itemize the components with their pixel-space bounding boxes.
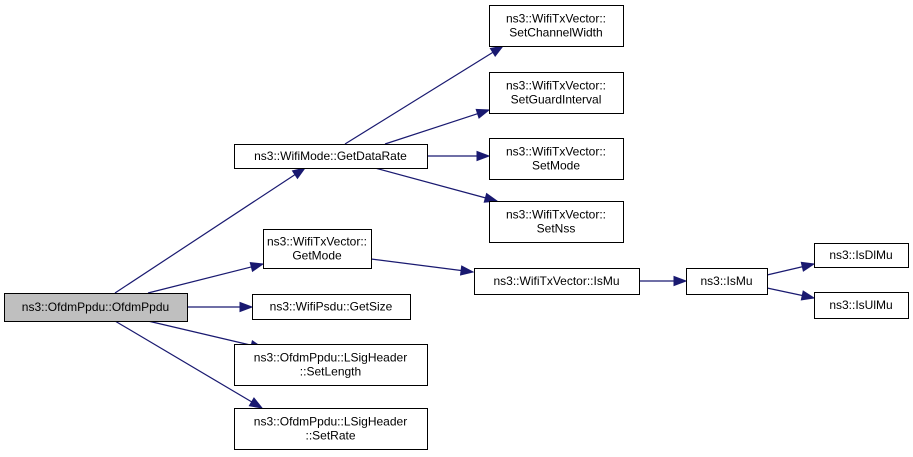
edges-layer	[114, 45, 816, 409]
edge-line	[766, 287, 803, 297]
arrowhead-icon	[489, 45, 505, 58]
node-box[interactable]	[686, 268, 768, 295]
nodes-layer: ns3::OfdmPpdu::OfdmPpdu ns3::WifiMode::Ge…	[4, 5, 909, 450]
arrowhead-icon	[475, 108, 491, 119]
node-box[interactable]	[814, 292, 909, 319]
node-label: ns3::WifiTxVector::	[506, 208, 606, 222]
node-ismu[interactable]: ns3::IsMu	[686, 268, 768, 295]
node-label: ns3::IsDlMu	[829, 248, 892, 262]
node-box[interactable]	[489, 72, 624, 114]
edge-line	[374, 167, 486, 199]
edge-ofdmppdu-to-getdatarate	[114, 167, 307, 294]
node-box[interactable]	[4, 293, 188, 322]
node-label: ns3::WifiTxVector::IsMu	[493, 274, 619, 288]
node-label: SetChannelWidth	[509, 26, 602, 40]
node-label: ns3::OfdmPpdu::LSigHeader	[254, 351, 407, 365]
node-getsize[interactable]: ns3::WifiPsdu::GetSize	[252, 294, 411, 320]
node-getdatarate[interactable]: ns3::WifiMode::GetDataRate	[234, 144, 428, 169]
node-label: ::SetRate	[305, 429, 355, 443]
node-isdlmu[interactable]: ns3::IsDlMu	[814, 243, 909, 268]
arrowhead-icon	[476, 150, 491, 162]
edge-ismu-to-isulmu	[766, 287, 816, 301]
node-ofdmppdu[interactable]: ns3::OfdmPpdu::OfdmPpdu	[4, 293, 188, 322]
node-setnss[interactable]: ns3::WifiTxVector::SetNss	[489, 201, 624, 243]
node-label: SetNss	[537, 222, 576, 236]
node-box[interactable]	[489, 5, 624, 47]
arrowhead-icon	[248, 397, 264, 409]
edge-line	[766, 266, 803, 276]
edge-getdatarate-to-setnss	[374, 167, 499, 203]
edge-txismu-to-ismu	[639, 275, 688, 287]
node-label: GetMode	[292, 249, 342, 263]
node-setguardinterval[interactable]: ns3::WifiTxVector::SetGuardInterval	[489, 72, 624, 114]
edge-line	[147, 266, 252, 294]
node-box[interactable]	[474, 268, 640, 295]
node-box[interactable]	[234, 408, 428, 450]
node-label: ns3::WifiTxVector::	[506, 79, 606, 93]
arrowhead-icon	[249, 261, 265, 273]
edge-ofdmppdu-to-getsize	[187, 301, 254, 313]
arrowhead-icon	[459, 265, 475, 276]
node-box[interactable]	[263, 229, 372, 269]
arrowhead-icon	[483, 192, 499, 203]
node-label: ns3::WifiTxVector::	[267, 235, 367, 249]
node-label: ns3::IsMu	[700, 274, 752, 288]
node-getmode[interactable]: ns3::WifiTxVector::GetMode	[263, 229, 372, 269]
node-txismu[interactable]: ns3::WifiTxVector::IsMu	[474, 268, 640, 295]
edge-line	[114, 174, 296, 294]
node-label: ns3::WifiMode::GetDataRate	[254, 149, 407, 163]
node-label: ns3::WifiPsdu::GetSize	[270, 300, 393, 314]
arrowhead-icon	[800, 261, 816, 272]
node-box[interactable]	[489, 138, 624, 180]
node-label: ns3::OfdmPpdu::OfdmPpdu	[22, 300, 169, 314]
edge-line	[147, 320, 252, 346]
node-label: SetMode	[532, 159, 580, 173]
arrowhead-icon	[291, 167, 307, 180]
edge-ofdmppdu-to-getmode	[147, 261, 265, 294]
arrowhead-icon	[673, 275, 688, 287]
arrowhead-icon	[800, 290, 816, 301]
edge-getmode-to-txismu	[370, 258, 475, 276]
edge-line	[344, 51, 494, 145]
edge-line	[370, 258, 462, 272]
edge-getdatarate-to-setguardinterval	[384, 108, 491, 145]
node-box[interactable]	[489, 201, 624, 243]
node-setchannelwidth[interactable]: ns3::WifiTxVector::SetChannelWidth	[489, 5, 624, 47]
node-label: ::SetLength	[300, 365, 361, 379]
arrowhead-icon	[239, 301, 254, 313]
edge-getdatarate-to-setmode	[427, 150, 491, 162]
edge-getdatarate-to-setchannelwidth	[344, 45, 505, 145]
node-setrate[interactable]: ns3::OfdmPpdu::LSigHeader::SetRate	[234, 408, 428, 450]
node-label: ns3::WifiTxVector::	[506, 12, 606, 26]
node-label: SetGuardInterval	[511, 93, 602, 107]
edge-line	[114, 320, 252, 403]
node-label: ns3::WifiTxVector::	[506, 145, 606, 159]
node-setlength[interactable]: ns3::OfdmPpdu::LSigHeader::SetLength	[234, 344, 428, 386]
node-isulmu[interactable]: ns3::IsUlMu	[814, 292, 909, 319]
node-label: ns3::OfdmPpdu::LSigHeader	[254, 415, 407, 429]
node-box[interactable]	[252, 294, 411, 320]
node-label: ns3::IsUlMu	[829, 298, 892, 312]
edge-line	[384, 113, 478, 145]
edge-ismu-to-isdlmu	[766, 261, 816, 276]
node-box[interactable]	[814, 243, 909, 268]
node-setmode[interactable]: ns3::WifiTxVector::SetMode	[489, 138, 624, 180]
edge-ofdmppdu-to-setrate	[114, 320, 264, 409]
node-box[interactable]	[234, 144, 428, 169]
node-box[interactable]	[234, 344, 428, 386]
